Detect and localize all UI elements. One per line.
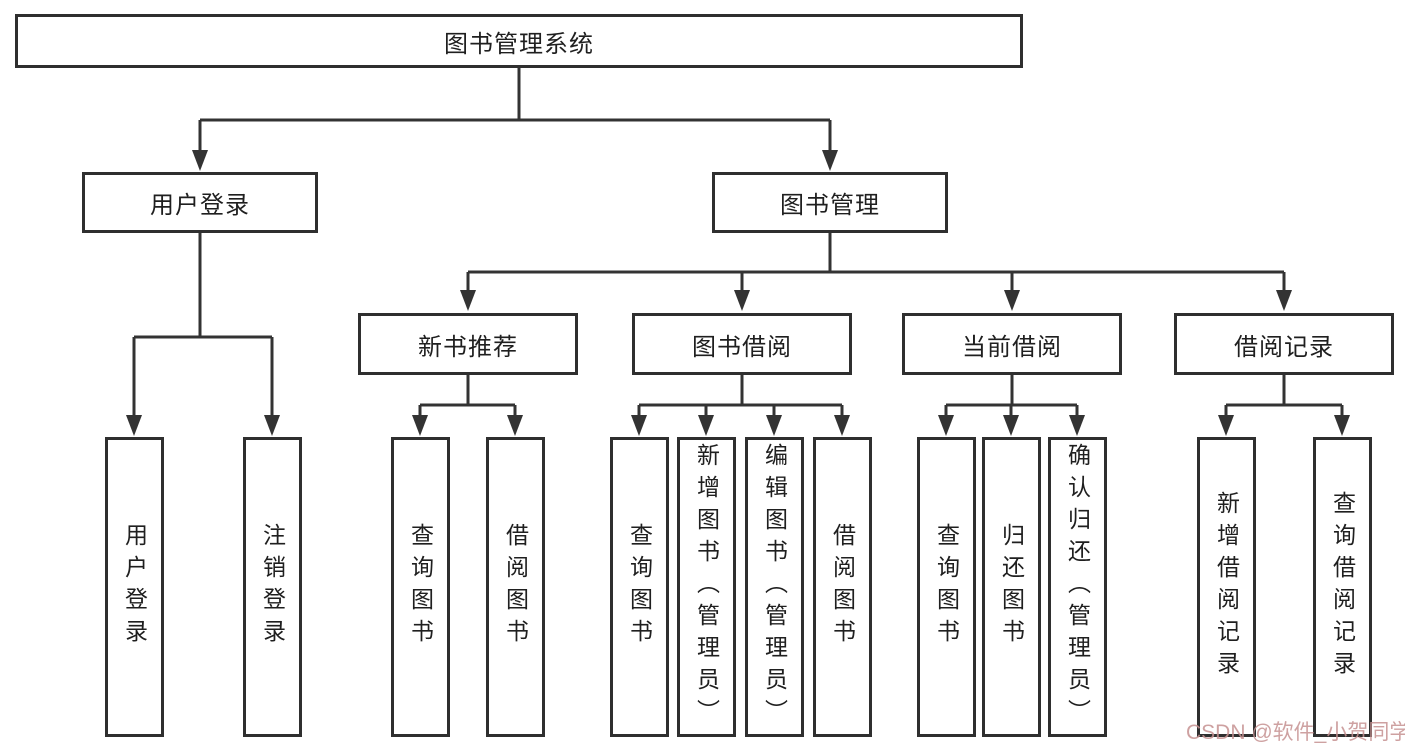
arrowhead-down-icon	[1334, 415, 1350, 436]
arrowhead-down-icon	[1069, 415, 1085, 436]
node-leaf-current-return-books: 归还图书	[982, 437, 1041, 737]
arrowhead-down-icon	[1276, 290, 1292, 311]
node-borrowing-records: 借阅记录	[1174, 313, 1394, 375]
node-system-title: 图书管理系统	[15, 14, 1023, 68]
arrowhead-down-icon	[1003, 415, 1019, 436]
node-leaf-user-login: 用户登录	[105, 437, 164, 737]
arrowhead-down-icon	[507, 415, 523, 436]
arrowhead-down-icon	[126, 415, 142, 436]
arrowheads	[126, 150, 1350, 436]
arrowhead-down-icon	[631, 415, 647, 436]
node-leaf-current-confirm-return-admin: 确认归还（管理员）	[1048, 437, 1107, 737]
connector-path	[132, 68, 1344, 424]
arrowhead-down-icon	[1004, 290, 1020, 311]
node-current-borrowing: 当前借阅	[902, 313, 1122, 375]
node-leaf-rec-borrow-books: 借阅图书	[486, 437, 545, 737]
arrowhead-down-icon	[264, 415, 280, 436]
arrowhead-down-icon	[766, 415, 782, 436]
node-book-borrowing: 图书借阅	[632, 313, 852, 375]
node-book-management: 图书管理	[712, 172, 948, 233]
arrowhead-down-icon	[822, 150, 838, 171]
arrowhead-down-icon	[192, 150, 208, 171]
arrowhead-down-icon	[938, 415, 954, 436]
node-user-login: 用户登录	[82, 172, 318, 233]
arrowhead-down-icon	[412, 415, 428, 436]
node-leaf-borrow-add-books-admin: 新增图书（管理员）	[677, 437, 736, 737]
arrowhead-down-icon	[834, 415, 850, 436]
node-leaf-borrow-edit-books-admin: 编辑图书（管理员）	[745, 437, 804, 737]
node-new-book-recommendation: 新书推荐	[358, 313, 578, 375]
node-leaf-records-add-record: 新增借阅记录	[1197, 437, 1256, 737]
node-leaf-records-query-record: 查询借阅记录	[1313, 437, 1372, 737]
arrowhead-down-icon	[698, 415, 714, 436]
arrowhead-down-icon	[734, 290, 750, 311]
csdn-watermark: CSDN @软件_小贺同学	[1186, 721, 1405, 744]
arrowhead-down-icon	[1218, 415, 1234, 436]
arrowhead-down-icon	[460, 290, 476, 311]
node-leaf-rec-query-books: 查询图书	[391, 437, 450, 737]
node-leaf-borrow-query-books: 查询图书	[610, 437, 669, 737]
node-leaf-current-query-books: 查询图书	[917, 437, 976, 737]
node-leaf-borrow-borrow-books: 借阅图书	[813, 437, 872, 737]
node-leaf-logout: 注销登录	[243, 437, 302, 737]
